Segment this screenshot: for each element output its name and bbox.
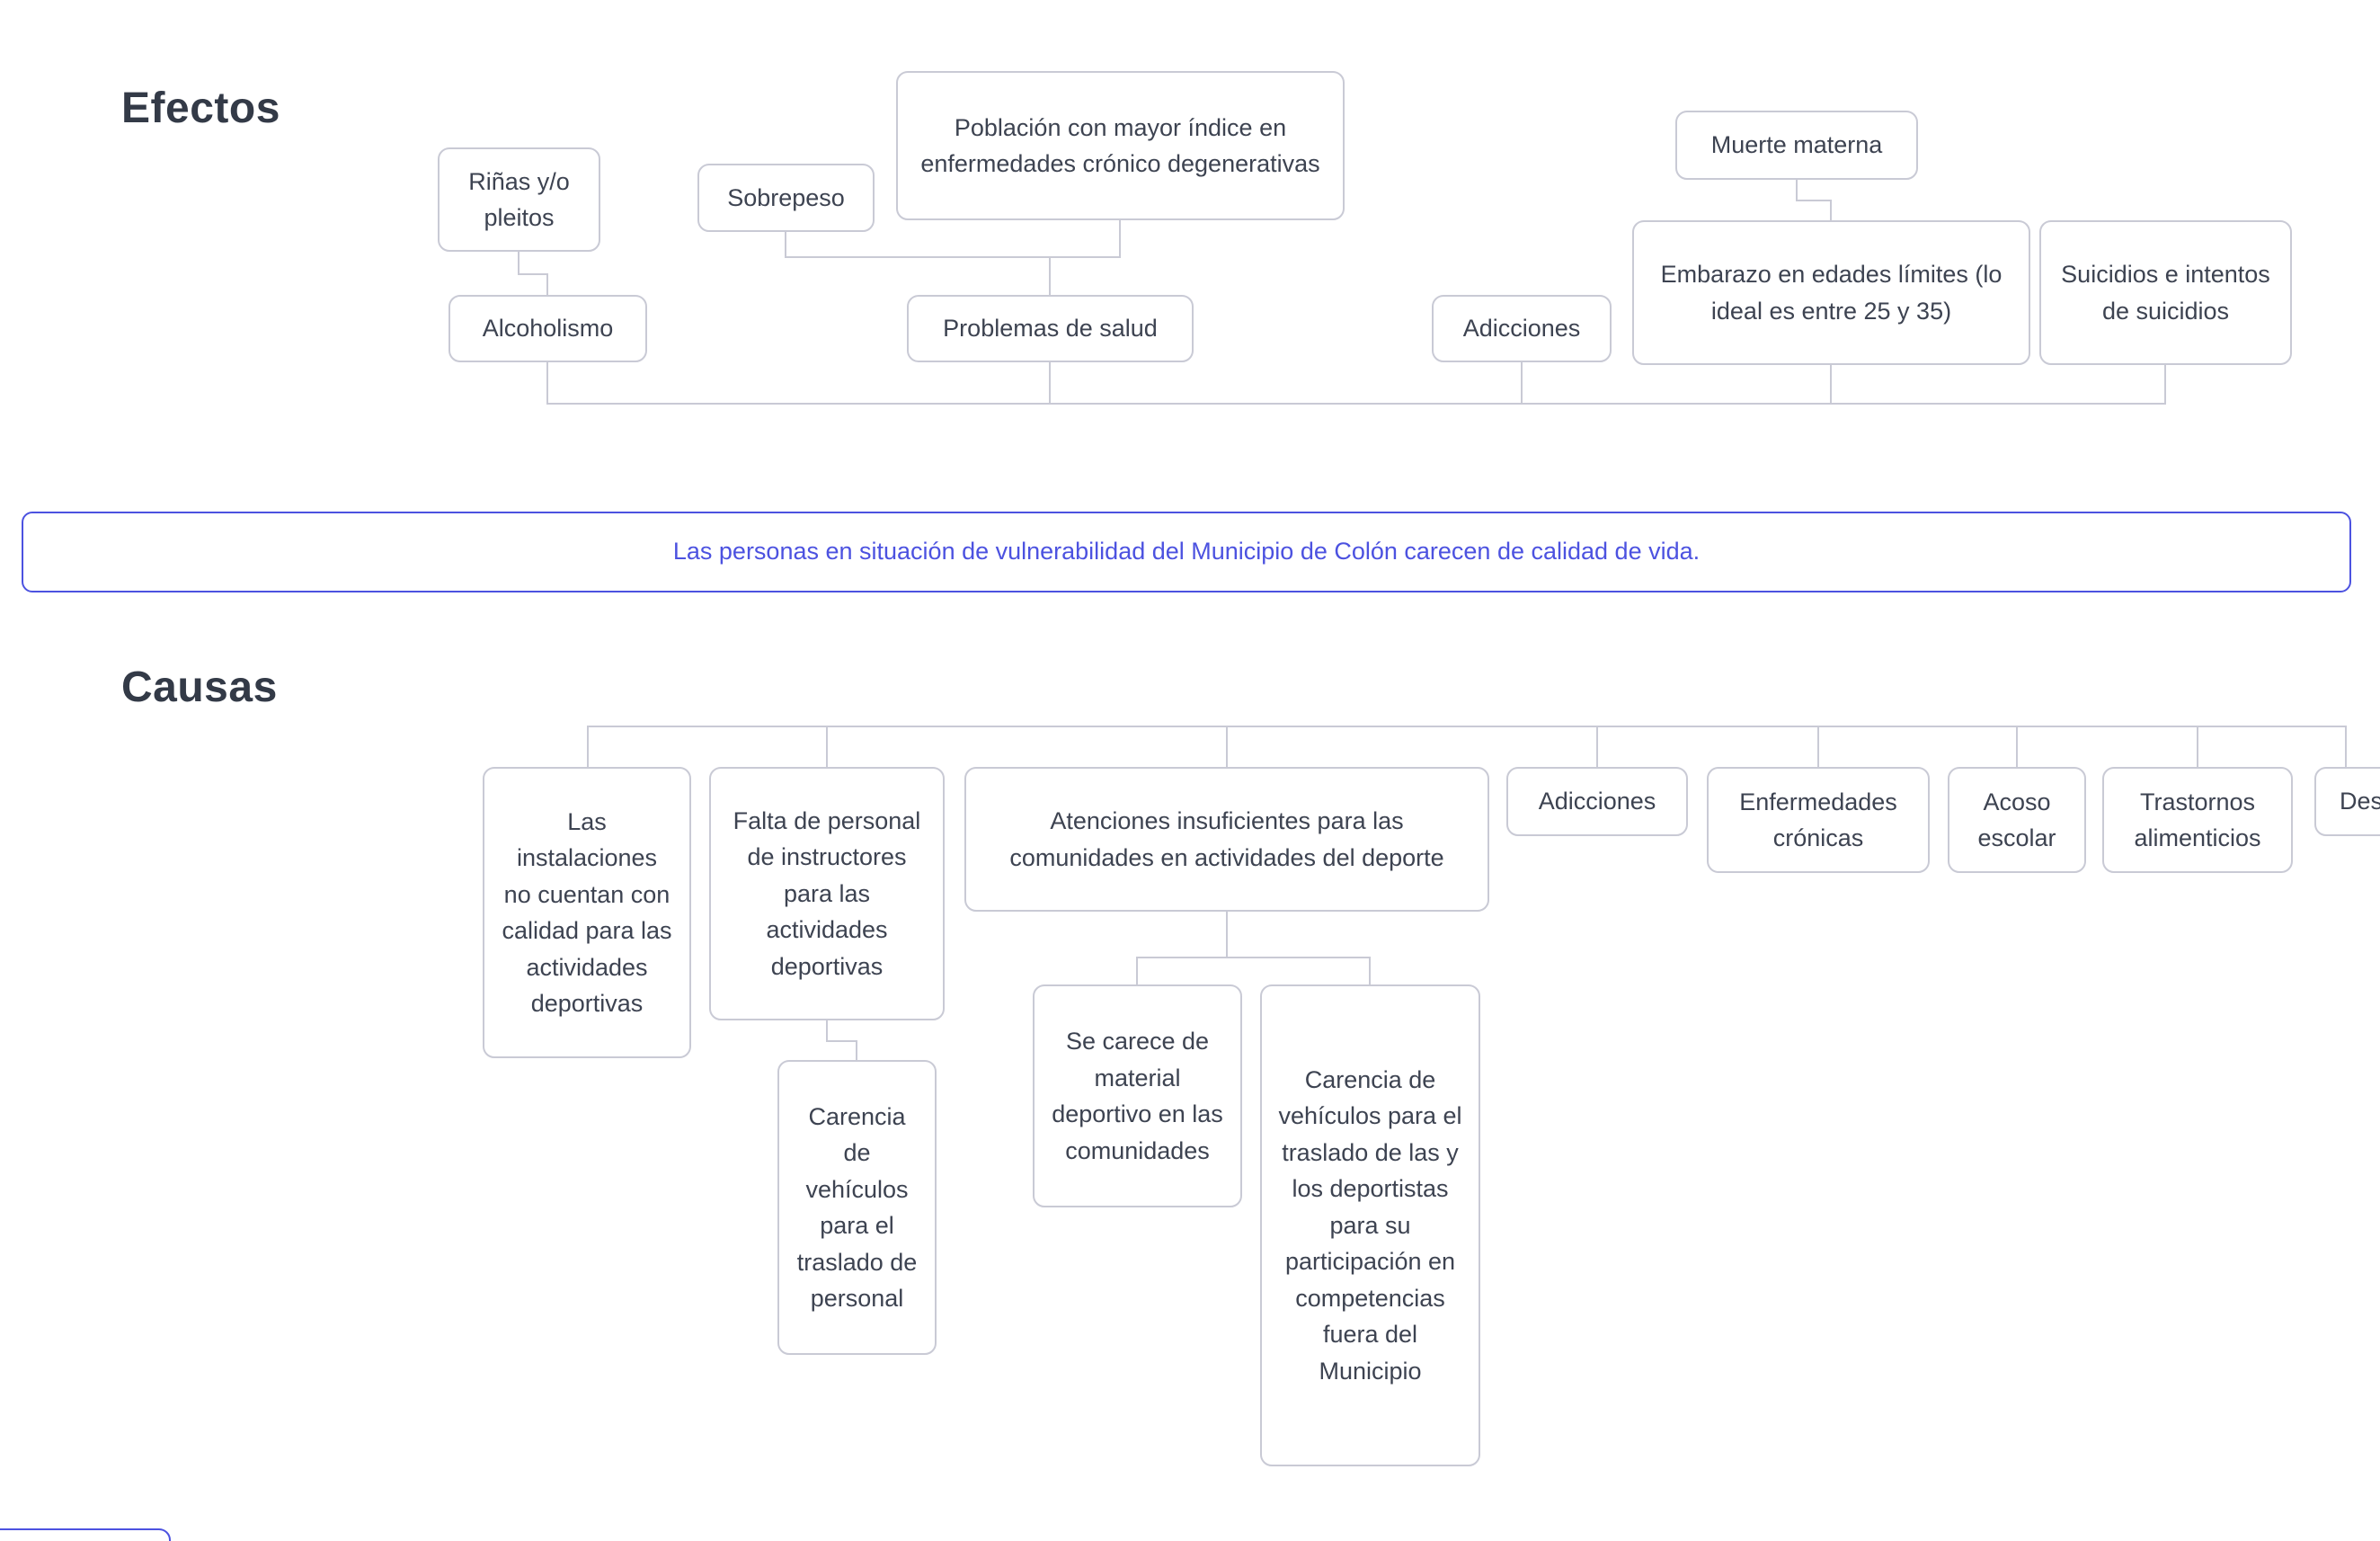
connector-carencia-deportistas-stub xyxy=(1369,957,1371,984)
effect-adicciones[interactable]: Adicciones xyxy=(1432,295,1612,362)
cause-carencia-vehiculos-deportistas[interactable]: Carencia de vehículos para el traslado d… xyxy=(1260,984,1480,1466)
connector-suicidios-rail-stub xyxy=(2164,365,2166,403)
connector-falta-child-stub xyxy=(826,1020,828,1042)
connector-salud-bracket xyxy=(785,256,1121,258)
cause-adicciones[interactable]: Adicciones xyxy=(1506,767,1688,836)
cause-enfermedades-cronicas[interactable]: Enfermedades crónicas xyxy=(1707,767,1930,873)
connector-instalaciones-stub xyxy=(587,726,589,767)
connector-alcoholismo-stub xyxy=(546,273,548,295)
connector-atenciones-bracket xyxy=(1136,957,1371,958)
effect-alcoholismo[interactable]: Alcoholismo xyxy=(448,295,647,362)
connector-acoso-stub xyxy=(2016,726,2018,767)
cause-trastornos-alimenticios[interactable]: Trastornos alimenticios xyxy=(2102,767,2293,873)
connector-sobrepeso-stub xyxy=(785,232,786,258)
connector-muerte-stub xyxy=(1796,180,1798,201)
connector-problemas-rail-stub xyxy=(1049,362,1051,403)
connector-poblacion-stub xyxy=(1119,220,1121,258)
connector-cause-adicciones-stub xyxy=(1596,726,1598,767)
connector-falta-personal-stub xyxy=(826,726,828,767)
connector-enfermedades-stub xyxy=(1817,726,1819,767)
effect-rinas-pleitos[interactable]: Riñas y/o pleitos xyxy=(438,147,600,252)
problem-statement-box[interactable]: Las personas en situación de vulnerabili… xyxy=(22,512,2351,592)
connector-causes-rail xyxy=(587,726,2346,727)
connector-problemas-salud-stub xyxy=(1049,256,1051,295)
connector-alcoholismo-rail-stub xyxy=(546,362,548,403)
connector-atenciones-down-stub xyxy=(1226,912,1228,958)
connector-cutoff-stub xyxy=(2345,726,2347,767)
effects-title: Efectos xyxy=(121,85,280,132)
connector-embarazo-rail-stub xyxy=(1830,365,1832,403)
cause-acoso-escolar[interactable]: Acoso escolar xyxy=(1948,767,2086,873)
connector-trastornos-stub xyxy=(2197,726,2198,767)
connector-material-stub xyxy=(1136,957,1138,984)
cause-atenciones-insuficientes[interactable]: Atenciones insuficientes para las comuni… xyxy=(964,767,1489,912)
connector-embarazo-stub xyxy=(1830,200,1832,220)
partial-node-bottom-left[interactable] xyxy=(0,1528,171,1541)
connector-atenciones-stub xyxy=(1226,726,1228,767)
effect-problemas-salud[interactable]: Problemas de salud xyxy=(907,295,1194,362)
effect-embarazo-edades[interactable]: Embarazo en edades límites (lo ideal es … xyxy=(1632,220,2030,365)
cause-falta-personal[interactable]: Falta de personal de instructores para l… xyxy=(709,767,945,1020)
connector-carencia-personal-stub xyxy=(856,1040,857,1060)
effect-poblacion-enfermedades[interactable]: Población con mayor índice en enfermedad… xyxy=(896,71,1345,220)
causes-title: Causas xyxy=(121,664,278,711)
cause-instalaciones[interactable]: Las instalaciones no cuentan con calidad… xyxy=(483,767,691,1058)
connector-muerte-elbow xyxy=(1796,200,1832,201)
effect-muerte-materna[interactable]: Muerte materna xyxy=(1675,111,1918,180)
problem-statement-text: Las personas en situación de vulnerabili… xyxy=(672,538,1701,566)
cause-cutoff-right[interactable]: Des xyxy=(2314,767,2380,836)
connector-effects-rail xyxy=(546,403,2166,405)
effect-sobrepeso[interactable]: Sobrepeso xyxy=(697,164,875,232)
connector-rinas-stub xyxy=(518,252,520,275)
cause-carencia-vehiculos-personal[interactable]: Carencia de vehículos para el traslado d… xyxy=(777,1060,937,1355)
effect-suicidios[interactable]: Suicidios e intentos de suicidios xyxy=(2039,220,2292,365)
connector-falta-child-elbow xyxy=(826,1040,857,1042)
connector-rinas-elbow xyxy=(518,273,548,275)
connector-adicciones-rail-stub xyxy=(1521,362,1523,403)
cause-material-deportivo[interactable]: Se carece de material deportivo en las c… xyxy=(1033,984,1242,1207)
